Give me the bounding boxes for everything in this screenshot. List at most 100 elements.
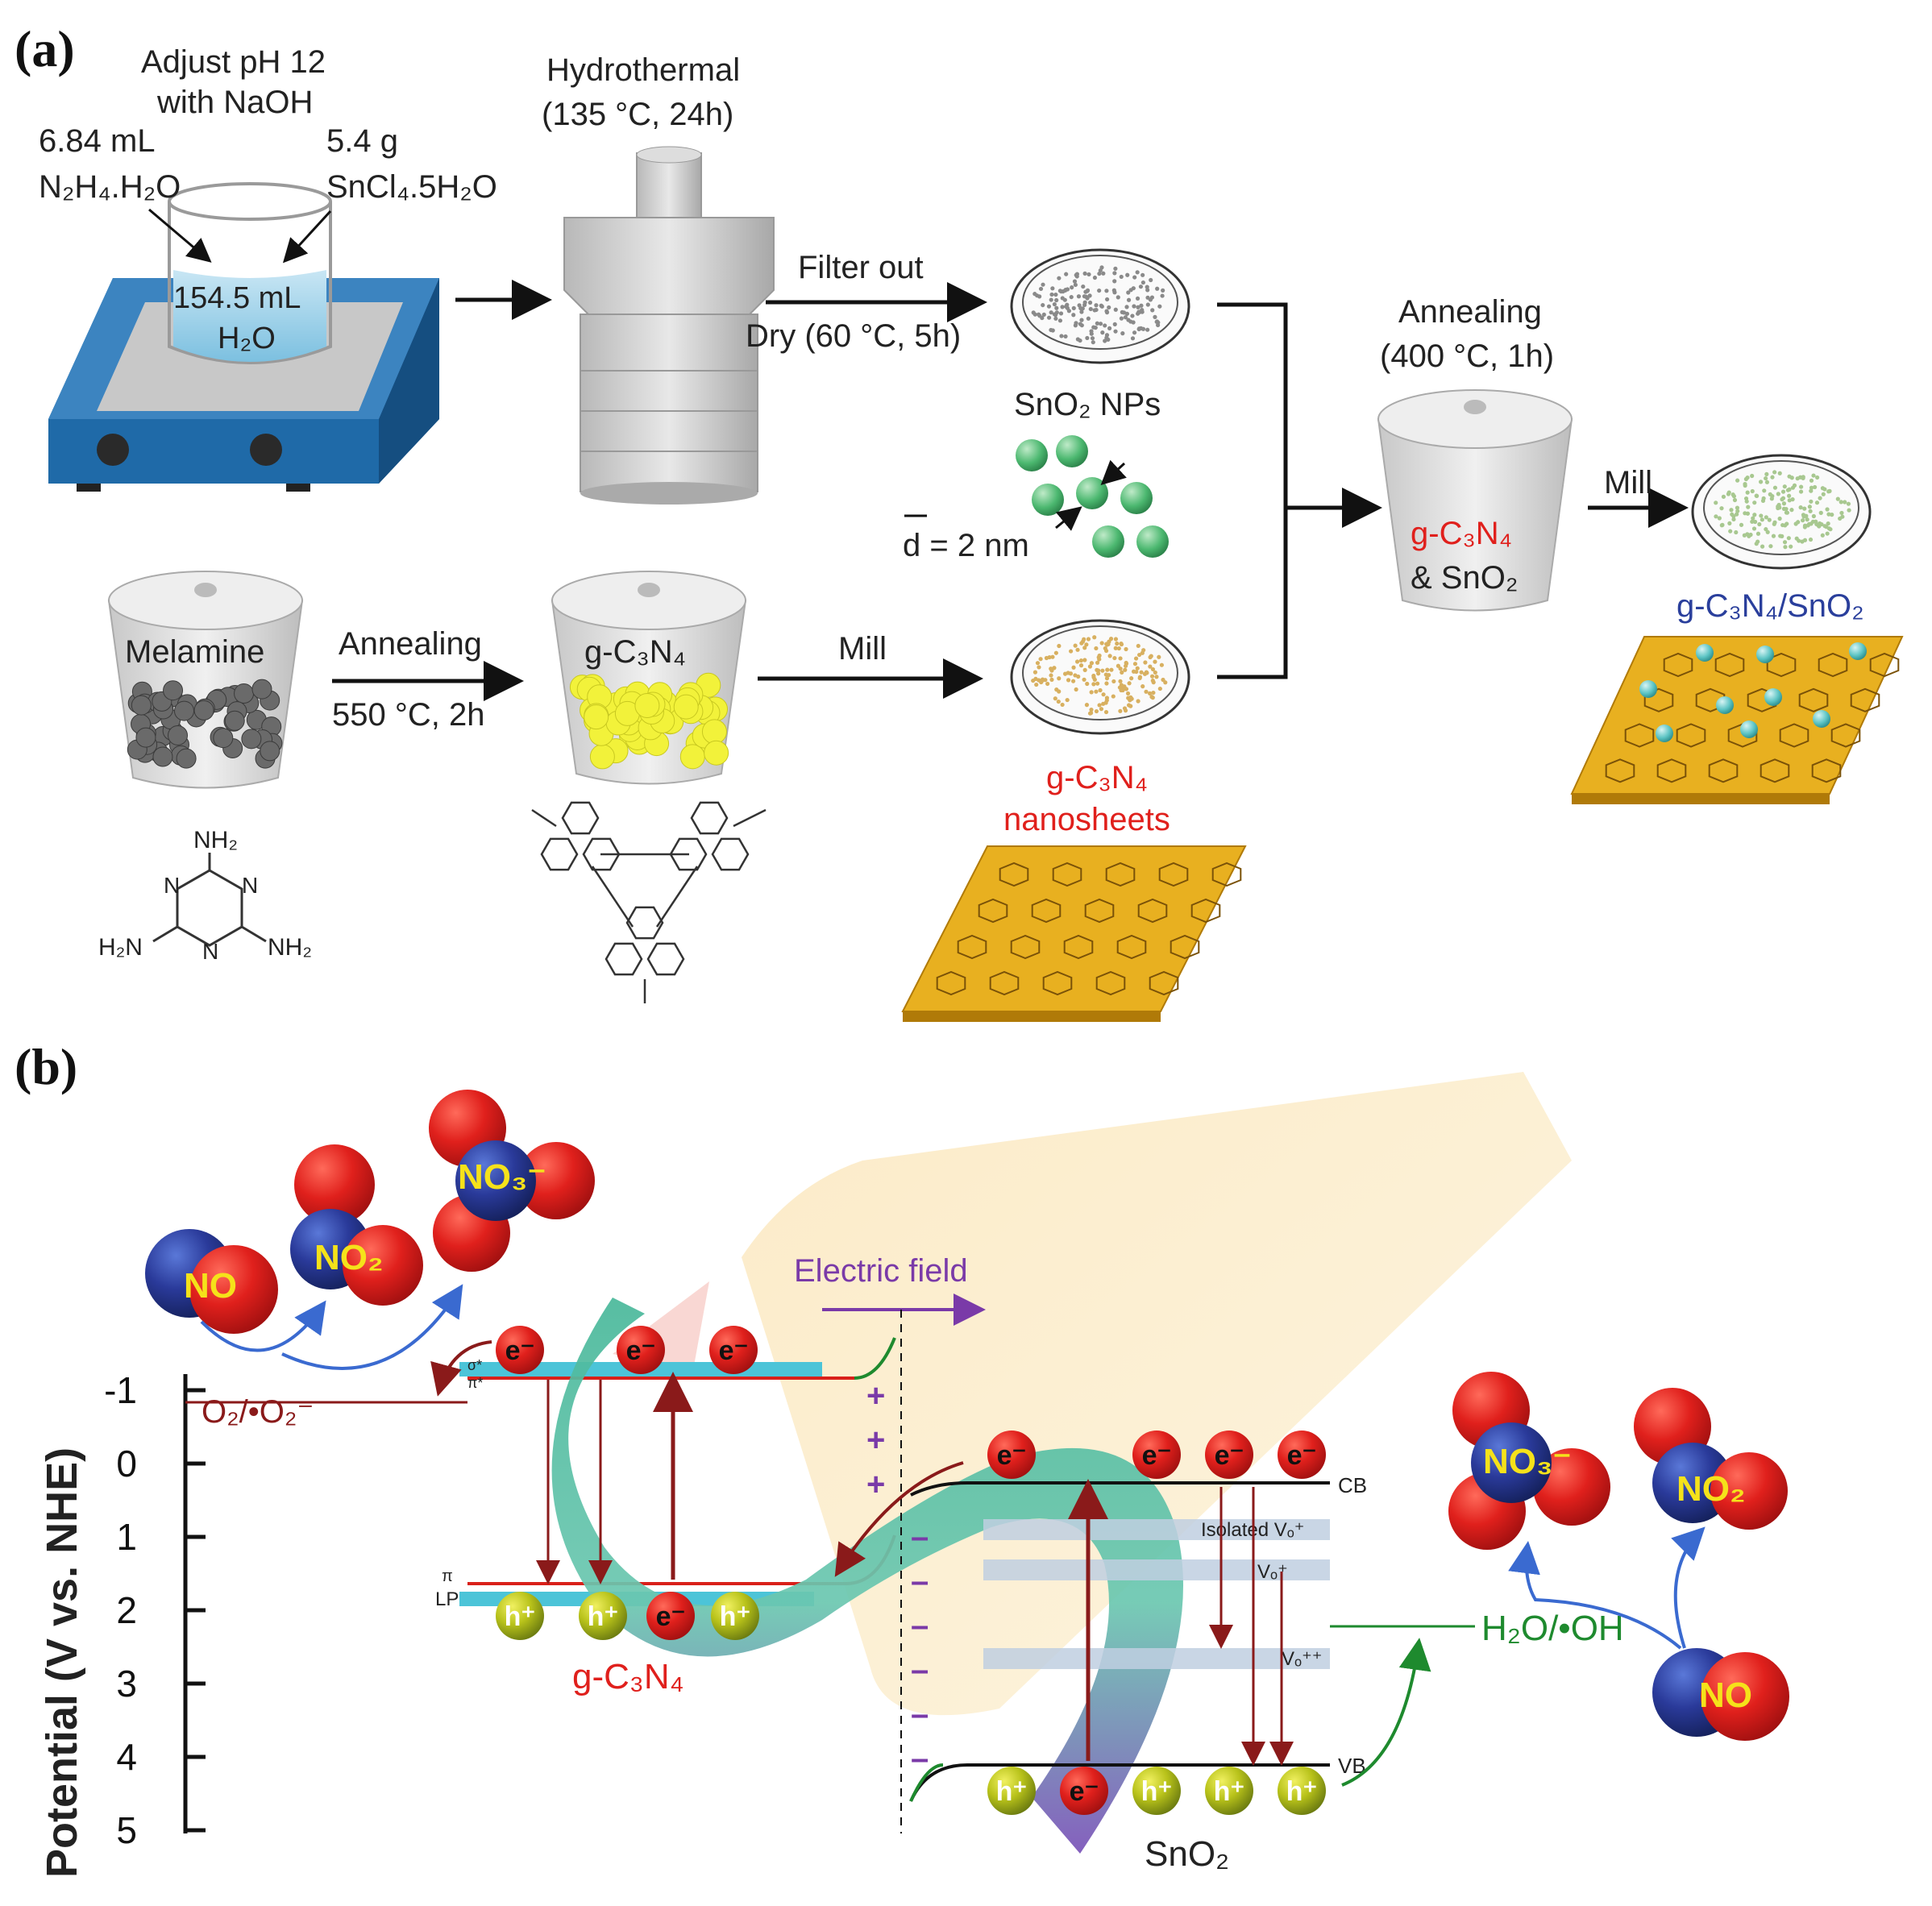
powder-dot — [1053, 696, 1057, 701]
sheet-hexagon — [1010, 934, 1041, 960]
powder-dot — [1053, 650, 1058, 655]
minus-sign: – — [911, 1652, 929, 1688]
powder-dot — [1130, 336, 1136, 341]
powder-dot — [1111, 288, 1116, 293]
powder-dot — [1107, 305, 1111, 310]
minus-sign: – — [911, 1563, 929, 1599]
plus-sign: + — [866, 1467, 885, 1502]
water-name: H₂O — [218, 322, 276, 355]
powder-dot — [1798, 489, 1804, 494]
powder-dot — [1101, 692, 1106, 697]
powder-dot — [1768, 544, 1773, 549]
melamine-powder — [127, 679, 283, 769]
powder-dot — [1034, 682, 1039, 687]
sheet-hexagon — [1063, 934, 1094, 960]
powder-dot — [1053, 316, 1058, 321]
powder-dot — [1087, 664, 1093, 669]
powder-dot — [1780, 496, 1786, 500]
powder-dot — [1056, 699, 1061, 704]
powder-ball — [634, 692, 660, 718]
sheet-hexagon — [936, 970, 966, 996]
electron-label: e⁻ — [997, 1440, 1027, 1471]
powder-dot — [1764, 480, 1770, 484]
powder-dot — [1107, 654, 1112, 658]
no3-left-label: NO₃⁻ — [458, 1157, 546, 1197]
powder-dot — [1117, 685, 1122, 690]
powder-dot — [1079, 306, 1084, 311]
powder-dot — [1057, 676, 1062, 681]
powder-dot — [1090, 336, 1095, 341]
powder-dot — [1145, 671, 1149, 675]
panel-a-label: (a) — [15, 20, 75, 77]
powder-dot — [1111, 694, 1116, 699]
powder-dot — [1119, 316, 1124, 321]
powder-dot — [1092, 308, 1097, 313]
annealing-top-label: Annealing — [1398, 294, 1542, 330]
powder-dot — [1041, 282, 1045, 287]
powder-dot — [1762, 488, 1767, 493]
sheet-hexagon — [1850, 687, 1880, 712]
powder-dot — [1092, 275, 1098, 280]
powder-dot — [1038, 286, 1044, 292]
powder-dot — [1135, 296, 1141, 301]
powder-dot — [1079, 309, 1084, 314]
powder-dot — [1793, 521, 1798, 526]
powder-dot — [1074, 659, 1080, 664]
arrow-n2h4 — [148, 208, 212, 263]
powder-dot — [1145, 295, 1150, 300]
n2h4-amount: 6.84 mL — [39, 123, 156, 159]
powder-dot — [1809, 488, 1814, 493]
powder-dot — [1772, 485, 1778, 490]
powder-dot — [1727, 521, 1732, 525]
powder-dot — [1091, 682, 1096, 687]
powder-dot — [1058, 311, 1064, 316]
powder-dot — [1060, 702, 1065, 708]
annealing-top-conditions: (400 °C, 1h) — [1380, 338, 1554, 374]
electric-field-label: Electric field — [794, 1253, 968, 1289]
sheet-hexagon — [1042, 970, 1073, 996]
powder-dot — [1054, 310, 1059, 315]
powder-dot — [1149, 674, 1155, 679]
powder-dot — [1112, 322, 1117, 326]
powder-dot — [1079, 641, 1084, 646]
sheet-hexagon — [1137, 898, 1168, 924]
powder-dot — [1138, 284, 1144, 289]
positive-charges: +++ — [866, 1378, 885, 1502]
crucible-gcn-label: g-C₃N₄ — [1411, 516, 1512, 551]
triazine-ring — [646, 942, 685, 976]
powder-dot — [1069, 649, 1074, 654]
powder-dot — [1808, 537, 1814, 542]
powder-dot — [1728, 529, 1733, 534]
melamine-nh2-top: NH₂ — [193, 827, 238, 853]
oxidation-arrows-right — [1508, 1526, 1706, 1650]
heptazine-structure — [531, 801, 767, 1003]
powder-dot — [1124, 305, 1129, 309]
dry-text: Dry (60 °C, 5h) — [746, 318, 961, 354]
powder-dot — [1073, 643, 1078, 648]
powder-dot — [1840, 514, 1845, 519]
powder-dot — [1148, 654, 1153, 660]
powder-dot — [1805, 517, 1809, 522]
powder-dot — [1758, 480, 1764, 484]
powder-dot — [1782, 484, 1787, 489]
powder-dot — [1049, 310, 1053, 315]
product-sno2-dots — [1639, 642, 1867, 742]
gcn-dish-powder — [1031, 635, 1168, 716]
powder-dot — [1113, 307, 1118, 312]
powder-dot — [1104, 681, 1109, 686]
sheet-hexagon — [1052, 862, 1082, 887]
powder-dot — [1118, 679, 1123, 683]
powder-dot — [1148, 664, 1153, 669]
electron-label: e⁻ — [1142, 1440, 1172, 1471]
triazine-ring — [711, 837, 750, 871]
powder-dot — [1084, 642, 1089, 647]
powder-dot — [1787, 493, 1792, 498]
powder-dot — [1094, 689, 1099, 694]
powder-dot — [1825, 531, 1830, 536]
electron-icon — [709, 1326, 758, 1374]
powder-dot — [1140, 307, 1145, 313]
powder-dot — [1068, 671, 1074, 676]
powder-dot — [1057, 318, 1063, 323]
sheet-hexagon — [1158, 862, 1189, 887]
